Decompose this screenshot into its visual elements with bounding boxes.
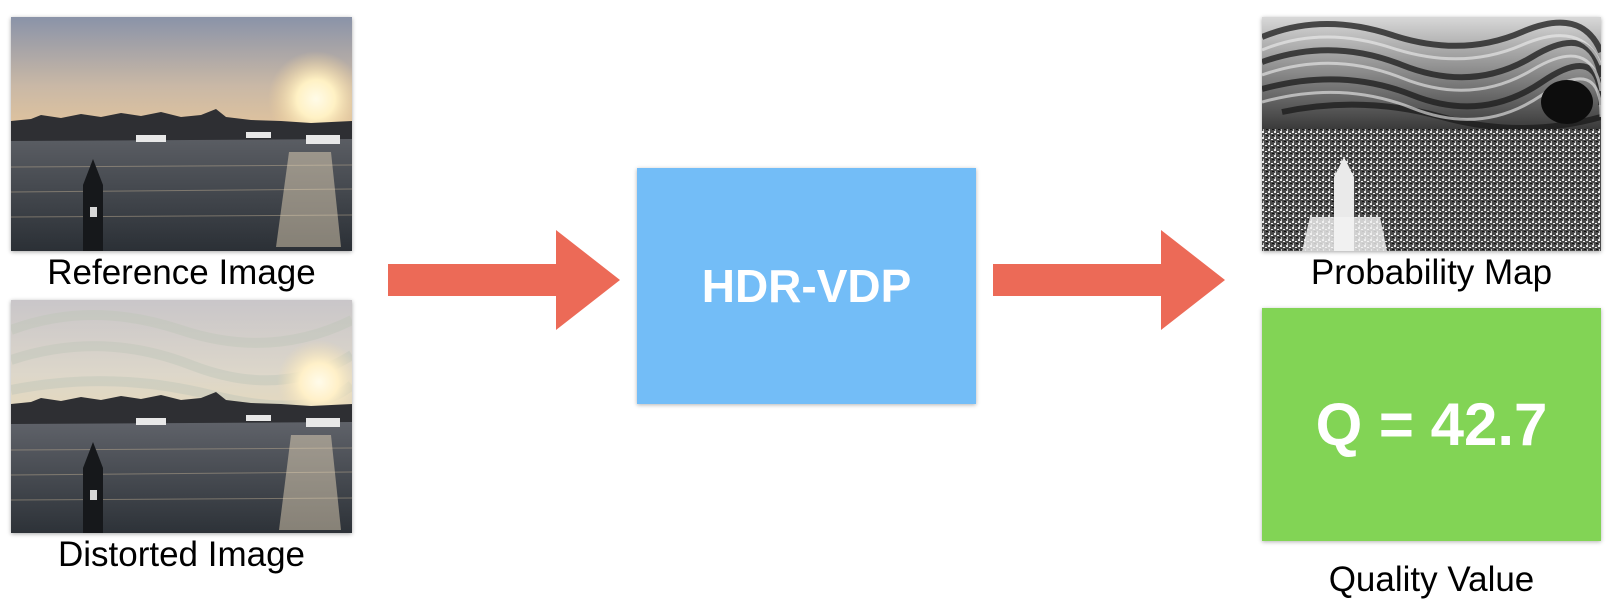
distorted-image <box>11 300 352 533</box>
reference-image <box>11 17 352 251</box>
reference-image-label: Reference Image <box>47 253 316 292</box>
probability-map-image <box>1262 17 1601 251</box>
quality-value-text: Q = 42.7 <box>1315 391 1548 458</box>
distorted-image-label: Distorted Image <box>57 535 306 574</box>
hdr-vdp-label: HDR-VDP <box>701 260 912 312</box>
hdr-vdp-box: HDR-VDP <box>637 168 976 404</box>
probability-map-label: Probability Map <box>1310 253 1553 292</box>
quality-value-label: Quality Value <box>1328 560 1535 599</box>
quality-value-box: Q = 42.7 <box>1262 308 1601 541</box>
right-arrow-icon <box>993 230 1225 330</box>
right-arrow-icon <box>388 230 620 330</box>
